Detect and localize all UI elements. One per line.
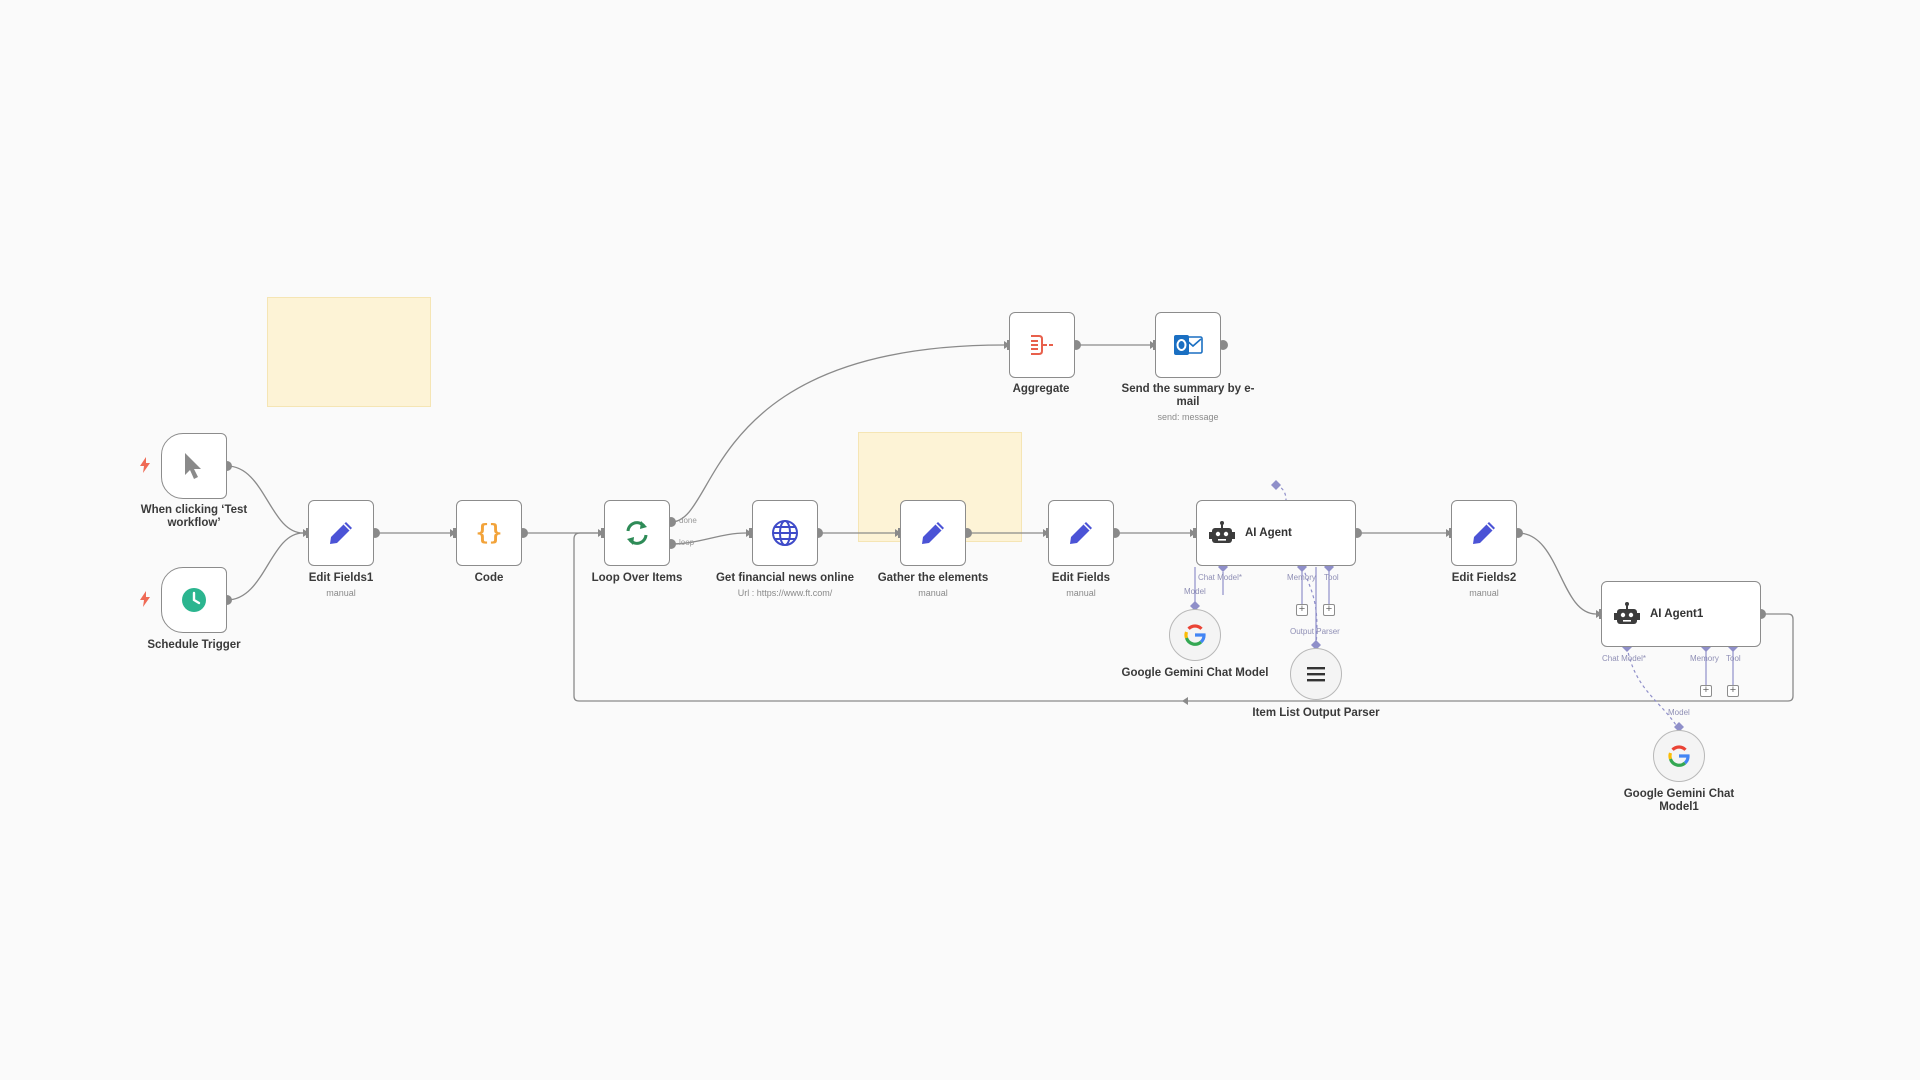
globe-icon [772, 520, 798, 546]
robot-icon [1614, 602, 1640, 624]
node-google-gemini-chat-model1[interactable] [1653, 730, 1705, 782]
pencil-icon [330, 522, 352, 544]
ai-port [1271, 480, 1281, 490]
cursor-arrow-icon [185, 453, 201, 479]
pencil-icon [922, 522, 944, 544]
add-memory-button[interactable]: + [1700, 685, 1712, 697]
port-label-chat-model: Chat Model* [1198, 573, 1243, 582]
node-label: Edit Fields [1051, 572, 1111, 584]
port-label-tool: Tool [1726, 654, 1741, 663]
node-loop-over-items[interactable] [604, 500, 670, 566]
node-manual-trigger[interactable] [161, 433, 227, 499]
add-tool-button[interactable]: + [1727, 685, 1739, 697]
node-subtitle: Url : https://www.ft.com/ [737, 588, 833, 598]
node-label: Edit Fields2 [1451, 572, 1517, 584]
connection [670, 532, 747, 545]
node-label: Edit Fields1 [308, 572, 374, 584]
node-aggregate[interactable] [1009, 312, 1075, 378]
connection [226, 532, 304, 601]
ai-connection-dashed [1626, 646, 1679, 729]
node-label: Send the summary by e-mail [1121, 383, 1255, 408]
node-label: When clicking ‘Test workflow’ [140, 504, 248, 529]
trigger-bolt-icon [140, 457, 150, 473]
node-subtitle: manual [918, 588, 948, 598]
curly-braces-icon: {} [476, 521, 503, 546]
node-edit-fields[interactable] [1048, 500, 1114, 566]
arrowhead [1182, 697, 1188, 705]
google-g-icon [1184, 624, 1206, 646]
connection [1517, 532, 1597, 615]
node-edit-fields2[interactable] [1451, 500, 1517, 566]
port-label-chat-model: Chat Model* [1602, 654, 1647, 663]
sticky-note[interactable] [267, 297, 431, 407]
robot-icon [1209, 521, 1235, 543]
node-label: Gather the elements [877, 572, 989, 584]
node-label: Schedule Trigger [147, 639, 241, 651]
node-code[interactable]: {} [456, 500, 522, 566]
node-ai-agent[interactable]: AI Agent [1196, 500, 1356, 566]
add-tool-button[interactable]: + [1323, 604, 1335, 616]
svg-text:{}: {} [476, 521, 503, 546]
node-label: Google Gemini Chat Model1 [1623, 788, 1735, 813]
port-label-model: Model [1184, 587, 1206, 596]
node-title: AI Agent1 [1650, 608, 1704, 620]
outlook-icon [1174, 335, 1203, 355]
port-label-tool: Tool [1324, 573, 1339, 582]
node-label: Get financial news online [715, 572, 855, 584]
port-label-model: Model [1668, 708, 1690, 717]
port-label-memory: Memory [1287, 573, 1316, 582]
node-label: Aggregate [1012, 383, 1070, 395]
connection [226, 465, 304, 534]
node-subtitle: manual [326, 588, 356, 598]
ai-port [1674, 722, 1684, 732]
port-label-output-parser: Output Parser [1290, 627, 1340, 636]
node-schedule-trigger[interactable] [161, 567, 227, 633]
node-ai-agent1[interactable]: AI Agent1 [1601, 581, 1761, 647]
node-subtitle: manual [1469, 588, 1499, 598]
add-memory-button[interactable]: + [1296, 604, 1308, 616]
pencil-icon [1070, 522, 1092, 544]
ai-connection-dashed [1302, 566, 1318, 646]
node-send-summary-email[interactable] [1155, 312, 1221, 378]
loop-arrows-icon [626, 521, 648, 545]
node-title: AI Agent [1245, 527, 1292, 539]
port-label-memory: Memory [1690, 654, 1719, 663]
ai-port [1190, 601, 1200, 611]
node-gather-the-elements[interactable] [900, 500, 966, 566]
node-label: Code [474, 572, 504, 584]
aggregate-icon [1031, 335, 1053, 355]
pencil-icon [1473, 522, 1495, 544]
node-item-list-output-parser[interactable] [1290, 648, 1342, 700]
node-label: Loop Over Items [591, 572, 683, 584]
clock-icon [182, 588, 206, 612]
node-subtitle: manual [1066, 588, 1096, 598]
google-g-icon [1668, 745, 1690, 767]
list-lines-icon [1307, 667, 1325, 682]
node-edit-fields1[interactable] [308, 500, 374, 566]
node-get-financial-news[interactable] [752, 500, 818, 566]
trigger-bolt-icon [140, 591, 150, 607]
node-label: Item List Output Parser [1252, 707, 1380, 719]
output-label-done: done [679, 516, 697, 525]
output-label-loop: loop [679, 538, 695, 547]
node-google-gemini-chat-model[interactable] [1169, 609, 1221, 661]
connection [670, 344, 1005, 523]
node-label: Google Gemini Chat Model [1121, 667, 1269, 679]
ai-port [1311, 640, 1321, 650]
node-subtitle: send: message [1157, 412, 1219, 422]
